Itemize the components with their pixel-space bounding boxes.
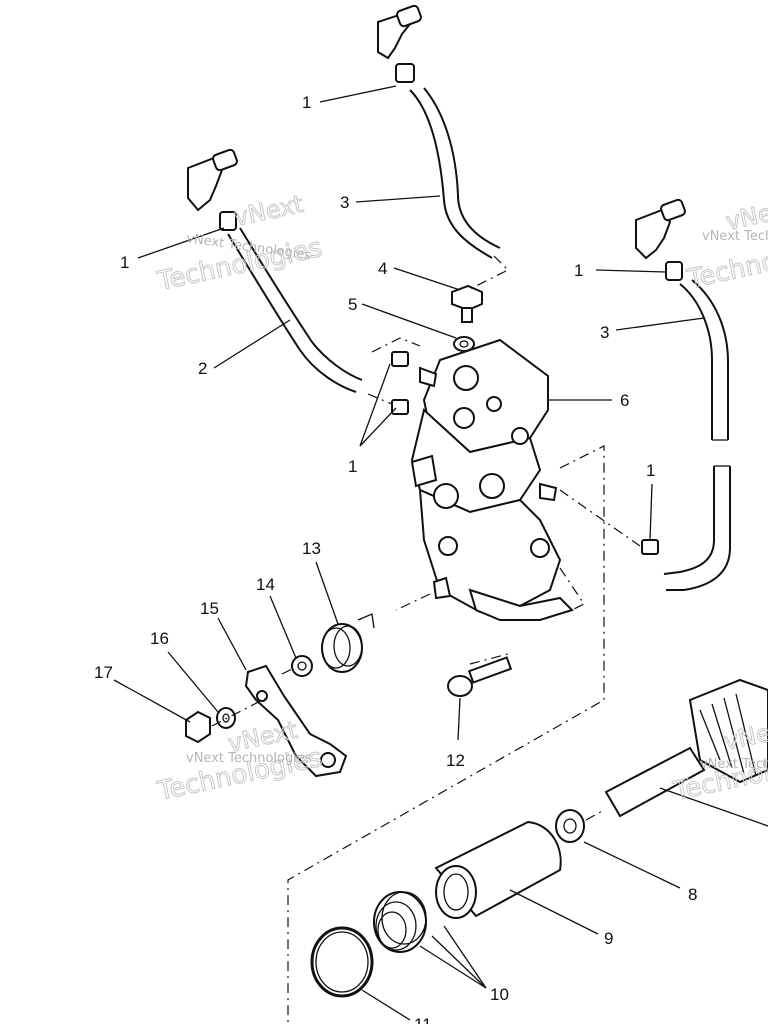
callout-8: 8 xyxy=(688,885,697,904)
callout-9: 9 xyxy=(604,929,613,948)
ring-11 xyxy=(310,926,374,998)
assembly-line xyxy=(371,337,421,353)
assembly-line xyxy=(395,593,431,611)
callout-2: 2 xyxy=(198,359,207,378)
callout-14: 14 xyxy=(256,575,275,594)
callout-12: 12 xyxy=(446,751,465,770)
svg-text:vNext: vNext xyxy=(231,190,305,232)
spark-cap-right xyxy=(635,198,686,281)
hose-clamp xyxy=(391,399,409,415)
spark-cap-left xyxy=(187,148,238,231)
callout-labels: 1 1 1 1 1 2 3 3 4 5 6 8 9 10 11 12 13 14… xyxy=(94,93,697,1024)
callout-6: 6 xyxy=(620,391,629,410)
callout-3: 3 xyxy=(340,193,349,212)
drive-gear-shaft xyxy=(604,678,768,827)
callout-17: 17 xyxy=(94,663,113,682)
washer-8 xyxy=(555,809,585,843)
nut-17 xyxy=(185,710,211,744)
callout-1: 1 xyxy=(574,261,583,280)
springs-10 xyxy=(373,891,427,953)
svg-text:vNext Technologies: vNext Technologies xyxy=(186,751,312,766)
assembly-line xyxy=(469,653,509,665)
svg-text:vNext Technologies: vNext Technologies xyxy=(700,757,768,772)
valve-body xyxy=(410,338,574,621)
spring-13 xyxy=(321,613,375,673)
lever-15 xyxy=(244,664,348,778)
hose-right-lower xyxy=(663,466,715,575)
hose-clamp xyxy=(641,539,659,555)
callout-15: 15 xyxy=(200,599,219,618)
callout-1: 1 xyxy=(120,253,129,272)
washer-16 xyxy=(216,707,236,729)
callout-13: 13 xyxy=(302,539,321,558)
callout-1: 1 xyxy=(646,461,655,480)
assembly-line xyxy=(585,809,605,821)
callout-10: 10 xyxy=(490,985,509,1004)
sleeve-9 xyxy=(434,820,562,919)
bolt-4 xyxy=(451,284,483,323)
assembly-line xyxy=(467,255,510,291)
washer-14 xyxy=(291,655,313,677)
callout-11: 11 xyxy=(414,1015,432,1024)
leader-lines xyxy=(113,85,705,1021)
hose-left xyxy=(227,233,357,393)
callout-1: 1 xyxy=(348,457,357,476)
assembly-line xyxy=(559,489,641,547)
svg-text:vNext Technologies: vNext Technologies xyxy=(702,229,768,244)
callout-4: 4 xyxy=(378,259,387,278)
hose-right-upper xyxy=(679,283,713,440)
assembly-line xyxy=(367,393,393,405)
callout-16: 16 xyxy=(150,629,169,648)
hose-clamp xyxy=(391,351,409,367)
callout-3: 3 xyxy=(600,323,609,342)
washer-5 xyxy=(453,336,475,352)
watermark-top-right: vNext Technologies vNext Technologies xyxy=(684,193,768,295)
assembly-line xyxy=(281,667,295,675)
bolt-12 xyxy=(447,656,513,697)
callout-5: 5 xyxy=(348,295,357,314)
spark-cap-top-center xyxy=(377,4,422,83)
callout-1: 1 xyxy=(302,93,311,112)
hose-top-center xyxy=(409,89,493,259)
